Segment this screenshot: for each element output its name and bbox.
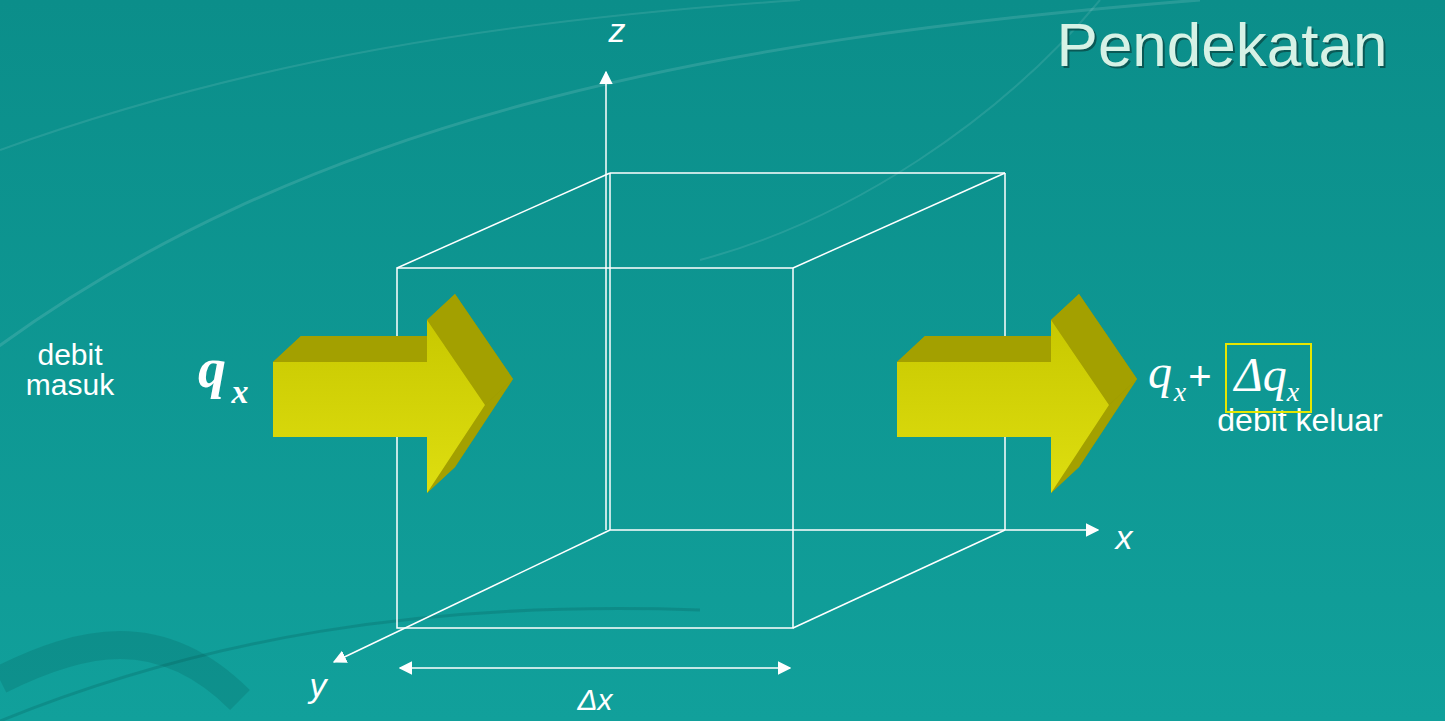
axis-label: z	[609, 13, 626, 47]
x-axis	[610, 529, 1098, 531]
flow-caption: debit keluar	[1217, 404, 1382, 436]
axis-label: y	[310, 668, 327, 702]
operator: +	[1188, 356, 1211, 396]
cube-edge	[397, 173, 610, 268]
subscript: x	[232, 375, 249, 409]
deco-curve	[0, 0, 800, 150]
symbol: q	[1148, 348, 1172, 396]
cube-edge	[793, 530, 1005, 628]
axis-label: x	[1116, 520, 1133, 554]
block-arrow	[273, 294, 513, 493]
y-axis	[334, 530, 610, 662]
deco-curve	[0, 645, 240, 700]
subscript: x	[1287, 378, 1299, 406]
slide-title: Pendekatan	[1057, 14, 1388, 76]
symbol: Δq	[1235, 351, 1287, 399]
z-axis	[605, 72, 607, 530]
cube-edge	[609, 173, 611, 530]
highlight-box: Δqx	[1225, 343, 1312, 413]
flow-caption: debit masuk	[26, 340, 114, 400]
subscript: x	[1174, 378, 1186, 406]
arrow-front	[897, 320, 1109, 493]
flow-arrows	[273, 294, 1137, 493]
dimension-label: Δx	[577, 685, 612, 715]
symbol: q	[198, 340, 226, 396]
block-arrow	[897, 294, 1137, 493]
deco-curve	[0, 0, 1200, 360]
deco-curve	[0, 608, 700, 721]
deco-curve	[700, 0, 1100, 260]
dimension-line	[400, 667, 790, 669]
cube-edge	[793, 173, 1005, 268]
cube-edge	[610, 172, 1005, 174]
arrow-front	[273, 320, 485, 493]
